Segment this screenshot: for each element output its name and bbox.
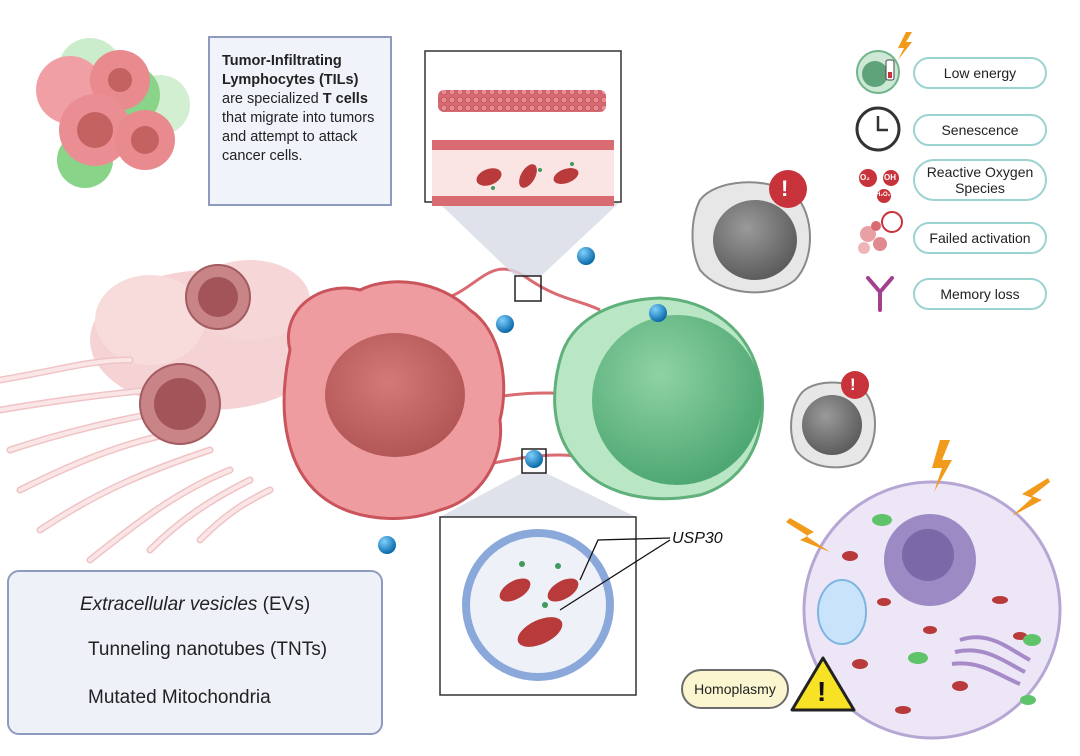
warning-symbol: ! — [817, 676, 827, 707]
clock-icon — [855, 106, 901, 152]
tumor-cell — [282, 280, 506, 520]
label-senescence: Senescence — [913, 114, 1047, 146]
label-memory-loss: Memory loss — [913, 278, 1047, 310]
warning-icon — [790, 656, 856, 712]
tumor-cluster-icon — [36, 38, 190, 188]
homoplasmy-label: Homoplasmy — [681, 669, 789, 709]
label-failed-activation: Failed activation — [913, 222, 1047, 254]
legend — [7, 570, 383, 735]
lightning-icon — [1012, 478, 1050, 516]
nanotube-zoom-inset — [424, 50, 622, 302]
alert-icon — [769, 170, 807, 208]
tumor-mass — [0, 260, 330, 564]
til-info-text-1: are specialized — [222, 91, 323, 107]
antibody-icon — [866, 276, 894, 312]
legend-ev-name: Extracellular vesicles — [80, 594, 258, 615]
til-info-text-bold: T cells — [322, 91, 368, 107]
legend-tnt-label: Tunneling nanotubes (TNTs) — [88, 639, 328, 660]
extracellular-vesicles — [378, 247, 667, 554]
legend-ev-suffix: (EVs) — [257, 594, 311, 615]
exhausted-t-cell-large — [691, 181, 811, 294]
lightning-icon — [932, 440, 952, 492]
ros-oh-label: OH — [884, 173, 896, 182]
til-info-title: Tumor-Infiltrating Lymphocytes (TILs) — [222, 53, 359, 88]
legend-mitochondria-label: Mutated Mitochondria — [88, 687, 271, 708]
ros-molecules-icon — [859, 169, 899, 203]
lightning-icon — [786, 518, 830, 552]
label-low-energy: Low energy — [913, 57, 1047, 89]
t-cell — [553, 296, 764, 501]
legend-ev-label: Extracellular vesicles (EVs) — [80, 594, 310, 616]
alert-icon — [841, 371, 869, 399]
vesicle-zoom-inset — [439, 448, 671, 696]
alert-symbol: ! — [850, 375, 856, 394]
ros-h2o2-label: H₂O₂ — [876, 192, 891, 198]
til-info-text-3: that migrate into tumors and attempt to … — [222, 110, 375, 164]
failed-activation-icon — [858, 211, 903, 254]
low-battery-cell-icon — [856, 32, 912, 94]
alert-symbol: ! — [781, 176, 789, 201]
ros-o2-label: O₂ — [860, 173, 870, 182]
usp30-label: USP30 — [672, 530, 723, 547]
label-reactive-oxygen-species: Reactive Oxygen Species — [913, 159, 1047, 201]
til-info-box: Tumor-Infiltrating Lymphocytes (TILs) ar… — [208, 36, 392, 206]
cell-with-organelles — [802, 480, 1062, 740]
